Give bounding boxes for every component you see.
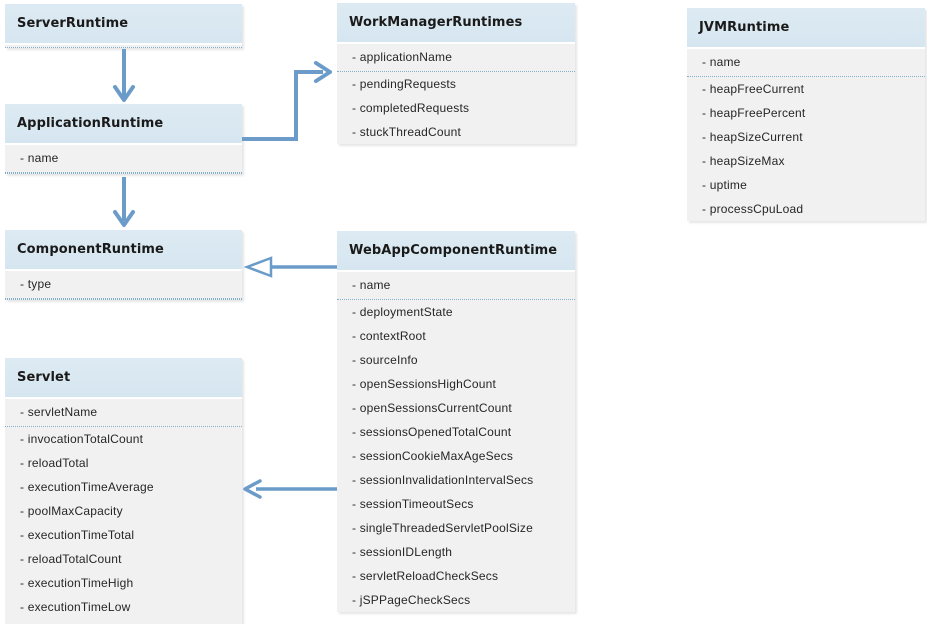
attribute-row: - sessionTimeoutSecs: [352, 497, 474, 511]
attribute-row: - reloadTotalCount: [20, 552, 122, 566]
attribute-row: - sessionInvalidationIntervalSecs: [352, 473, 534, 487]
class-header: JVMRuntime: [687, 8, 925, 47]
attribute-row: - executionTimeTotal: [20, 528, 135, 542]
class-title: JVMRuntime: [699, 20, 790, 35]
attribute-row: - servletReloadCheckSecs: [352, 569, 499, 583]
class-header: WebAppComponentRuntime: [337, 231, 575, 270]
attribute-row: - reloadTotal: [20, 456, 89, 470]
class-box-work-manager-runtimes: WorkManagerRuntimes - applicationName - …: [337, 3, 575, 144]
attribute-row: - invocationTotalCount: [20, 432, 144, 446]
class-title: ComponentRuntime: [17, 242, 164, 257]
attribute-row: - heapFreeCurrent: [702, 82, 805, 96]
class-title: ServerRuntime: [17, 16, 129, 31]
attribute-row: - jSPPageCheckSecs: [352, 593, 471, 607]
attribute-row: - sessionsOpenedTotalCount: [352, 425, 512, 439]
attribute-row: - executionTimeHigh: [20, 576, 134, 590]
class-header: WorkManagerRuntimes: [337, 3, 575, 42]
attribute-row: - processCpuLoad: [702, 202, 804, 216]
arrow-application-to-component: [113, 177, 135, 227]
arrow-application-to-work-manager: [242, 61, 332, 141]
class-box-jvm-runtime: JVMRuntime - name - heapFreeCurrent - he…: [687, 8, 925, 221]
class-body: - name - deploymentState - contextRoot -…: [337, 272, 575, 612]
attribute-row: - openSessionsHighCount: [352, 377, 497, 391]
class-header: ComponentRuntime: [5, 230, 242, 269]
arrow-server-to-application: [113, 49, 135, 102]
attribute-row: - poolMaxCapacity: [20, 504, 123, 518]
class-body: - name - heapFreeCurrent - heapFreePerce…: [687, 49, 925, 221]
attribute-row: - type: [5, 271, 242, 299]
arrow-webapp-to-servlet: [243, 479, 337, 499]
attribute-row: - name: [687, 49, 925, 77]
attribute-row: - completedRequests: [352, 101, 470, 115]
class-title: ApplicationRuntime: [17, 116, 164, 131]
class-header: ApplicationRuntime: [5, 104, 242, 143]
arrow-webapp-to-component-generalization: [243, 256, 337, 278]
attribute-row: - servletName: [5, 399, 242, 427]
class-header: ServerRuntime: [5, 4, 242, 43]
class-title: WebAppComponentRuntime: [349, 243, 558, 258]
attribute-row: - sessionIDLength: [352, 545, 453, 559]
attribute-row: - heapSizeCurrent: [702, 130, 803, 144]
attribute-row: - openSessionsCurrentCount: [352, 401, 512, 415]
class-box-server-runtime: ServerRuntime: [5, 4, 242, 48]
class-body: [5, 45, 242, 48]
attribute-row: - contextRoot: [352, 329, 426, 343]
attribute-row: - sessionCookieMaxAgeSecs: [352, 449, 514, 463]
class-title: Servlet: [17, 370, 71, 385]
class-box-servlet: Servlet - servletName - invocationTotalC…: [5, 358, 242, 624]
attribute-row: - heapFreePercent: [702, 106, 806, 120]
attribute-row: - stuckThreadCount: [352, 125, 461, 139]
attribute-row: - name: [337, 272, 575, 300]
attribute-row: - deploymentState: [352, 305, 453, 319]
attribute-row: - pendingRequests: [352, 77, 457, 91]
class-body: - type: [5, 271, 242, 300]
attribute-row: - applicationName: [337, 44, 575, 72]
class-box-web-app-component-runtime: WebAppComponentRuntime - name - deployme…: [337, 231, 575, 612]
attribute-row: - name: [5, 145, 242, 173]
class-body: - name: [5, 145, 242, 174]
attribute-row: - sourceInfo: [352, 353, 418, 367]
class-header: Servlet: [5, 358, 242, 397]
attribute-row: - executionTimeLow: [20, 600, 131, 614]
class-box-component-runtime: ComponentRuntime - type: [5, 230, 242, 300]
attribute-row: - uptime: [702, 178, 747, 192]
attribute-row: - heapSizeMax: [702, 154, 785, 168]
attribute-row: - singleThreadedServletPoolSize: [352, 521, 533, 535]
attribute-row: - executionTimeAverage: [20, 480, 154, 494]
class-title: WorkManagerRuntimes: [349, 15, 523, 30]
class-body: - applicationName - pendingRequests - co…: [337, 44, 575, 144]
class-body: - servletName - invocationTotalCount - r…: [5, 399, 242, 624]
class-box-application-runtime: ApplicationRuntime - name: [5, 104, 242, 174]
